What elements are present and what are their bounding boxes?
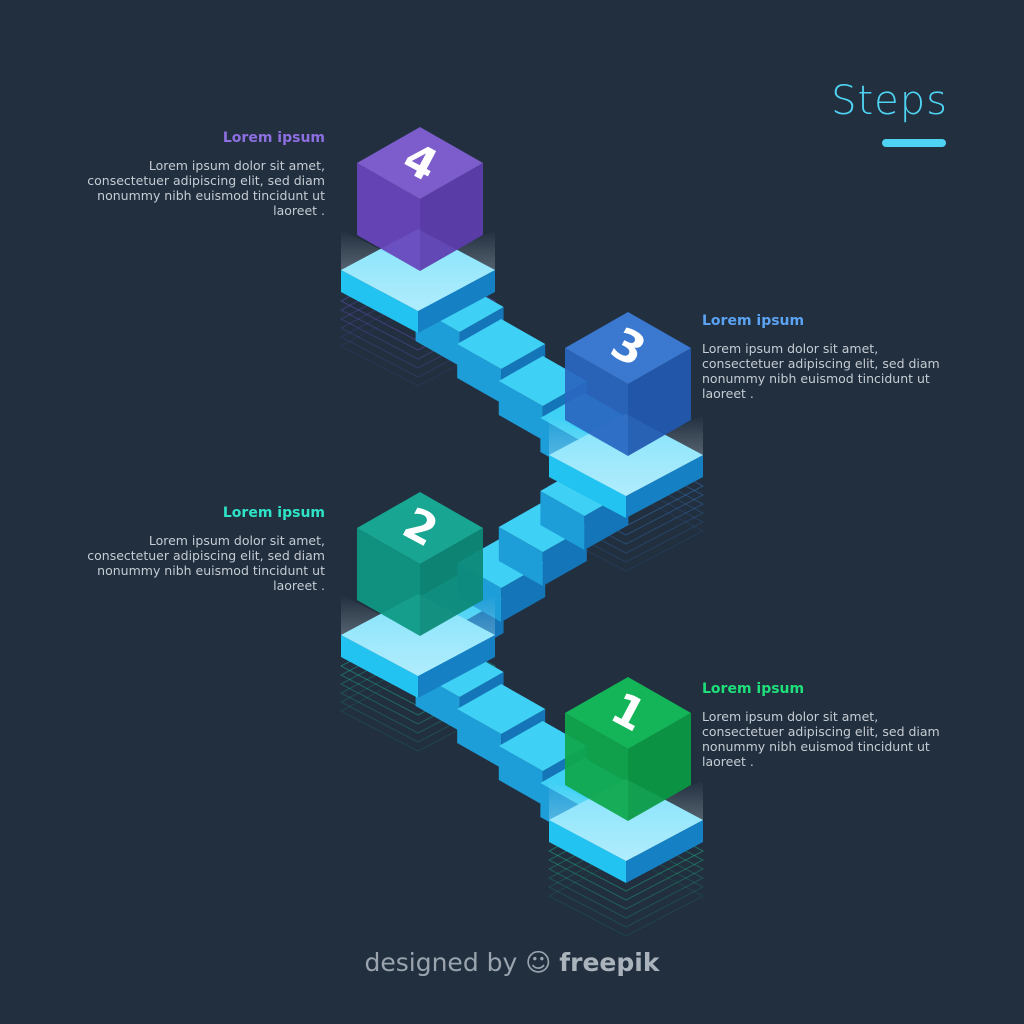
step-3-description: Lorem ipsum dolor sit amet, consectetuer… [702,341,940,401]
platform-glow [549,415,703,496]
page-title: Steps [831,78,948,124]
footer-brand: freepik [559,948,660,977]
platform-layer-outline [547,837,705,919]
title-underline [882,139,946,147]
step-4-heading: Lorem ipsum [222,130,325,146]
step-1-heading: Lorem ipsum [702,681,805,697]
cube-4 [357,127,483,271]
footer-credit: designed by ☺ freepik [0,948,1024,977]
step-2-heading: Lorem ipsum [222,505,325,521]
platform-layer-outline [547,846,705,928]
step-2-description: Lorem ipsum dolor sit amet, consectetuer… [87,533,325,593]
step-1-text: Lorem ipsum Lorem ipsum dolor sit amet, … [702,681,962,770]
freepik-logo-icon: ☺ [525,948,552,977]
platform-glow [341,230,495,311]
footer-prefix: designed by [364,948,518,977]
platform-layer-outline [547,855,705,937]
step-4-text: Lorem ipsum Lorem ipsum dolor sit amet, … [65,130,325,219]
cube-2 [357,492,483,636]
platform-glow [341,595,495,676]
cube-3 [565,312,691,456]
step-4-description: Lorem ipsum dolor sit amet, consectetuer… [87,158,325,218]
step-3-text: Lorem ipsum Lorem ipsum dolor sit amet, … [702,313,962,402]
step-3-heading: Lorem ipsum [702,313,805,329]
step-1-description: Lorem ipsum dolor sit amet, consectetuer… [702,709,940,769]
step-2-text: Lorem ipsum Lorem ipsum dolor sit amet, … [65,505,325,594]
platform-layer-outline [547,828,705,910]
cube-1 [565,677,691,821]
platform-glow [549,780,703,861]
